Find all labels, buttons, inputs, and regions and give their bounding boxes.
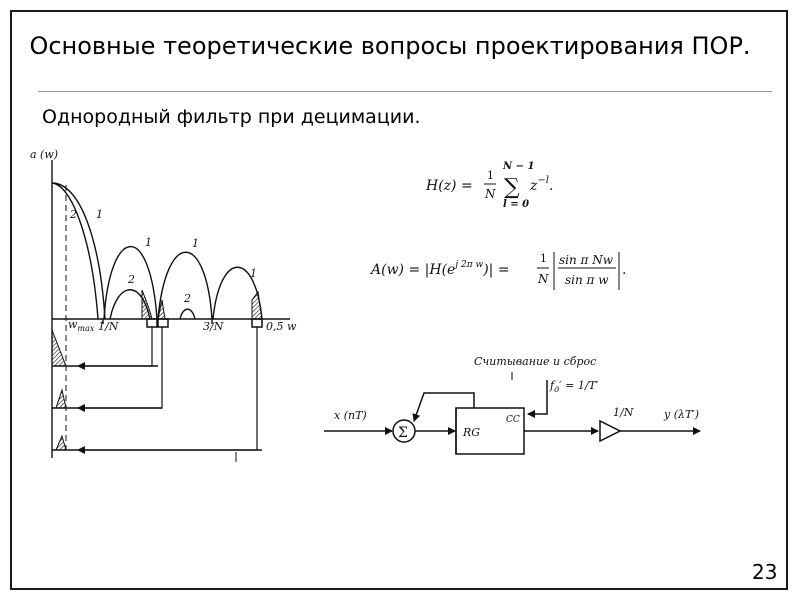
a-frac-num: 1 <box>540 252 547 265</box>
alias-band-box-3 <box>251 318 263 328</box>
slide-title: Основные теоретические вопросы проектиро… <box>29 32 751 60</box>
aliasing-hatch-3 <box>251 290 263 320</box>
alias-band-box-1 <box>146 318 158 328</box>
curve-label-lobe3-1: 1 <box>250 267 257 280</box>
counter-label: CC <box>506 415 520 425</box>
folded-hatch-1 <box>51 329 67 367</box>
decimation-block-diagram <box>324 372 701 455</box>
slide-subtitle: Однородный фильтр при децимации. <box>42 106 421 128</box>
output-label: y (λT′) <box>663 408 699 421</box>
x-label-w: w <box>287 320 297 333</box>
formula-transfer-function: H(z) = 1 N N − 1 ∑ l = 0 z−l. <box>425 161 553 210</box>
gain-triangle <box>599 419 622 443</box>
x-label-half: 0,5 <box>266 320 284 333</box>
main-lobe-curve-1 <box>51 182 106 320</box>
page-number: 23 <box>752 560 778 584</box>
input-label: x (nT) <box>334 409 367 422</box>
side-lobe-2-curve-2 <box>179 308 196 320</box>
gain-label: 1/N <box>613 406 634 419</box>
feedback-path <box>412 392 475 422</box>
main-lobe-curve-2 <box>51 182 99 320</box>
y-axis-label: a (w) <box>30 148 58 161</box>
x-label-1-over-n: 1/N <box>98 320 119 333</box>
a-frac-den: N <box>537 272 549 286</box>
curve-label-main-1: 1 <box>96 208 103 221</box>
h-frac-den: N <box>484 187 496 201</box>
curve-label-main-2: 2 <box>69 208 77 221</box>
alias-connector-2 <box>77 327 163 412</box>
title-divider <box>38 91 772 92</box>
formula-amplitude-response: A(w) = |H(ej 2π w)| = 1 N sin π Nw sin π… <box>369 252 626 290</box>
folded-hatch-2 <box>55 388 67 409</box>
h-sum-symbol: ∑ <box>504 175 520 200</box>
sum-symbol: Σ <box>398 425 408 441</box>
a-lhs: A(w) = |H(ej 2π w)| = <box>369 260 510 278</box>
curve-label-lobe2-2: 2 <box>183 292 191 305</box>
control-label: Считывание и сброс <box>474 355 596 368</box>
aliasing-hatch-1 <box>141 289 153 320</box>
alias-band-box-2 <box>157 318 169 328</box>
a-sin-num: sin π Nw <box>559 253 614 267</box>
a-sin-den: sin π w <box>565 273 609 287</box>
alias-connector-3 <box>77 327 258 454</box>
frequency-response-graph <box>51 160 290 462</box>
curve-label-lobe1-2: 2 <box>127 273 135 286</box>
alias-connector-1 <box>77 327 153 370</box>
a-end: . <box>622 262 626 278</box>
h-sum-bottom: l = 0 <box>503 199 529 210</box>
block-diagram-labels: Считывание и сброс fд′ = 1/T′ x (nT) Σ R… <box>334 355 699 441</box>
slide-frame <box>10 10 788 590</box>
h-term: z−l. <box>529 175 553 194</box>
clock-label: fд′ = 1/T′ <box>549 379 599 394</box>
curve-label-lobe2-1: 1 <box>192 237 199 250</box>
h-sum-top: N − 1 <box>502 161 534 172</box>
h-lhs: H(z) = <box>425 178 473 194</box>
x-label-wmax: wmax <box>68 318 95 333</box>
h-frac-num: 1 <box>487 169 494 182</box>
folded-hatch-3 <box>55 434 67 451</box>
graph-labels: a (w) wmax 1/N 3/N 0,5 w 2 1 1 2 1 2 1 <box>30 148 297 333</box>
x-label-3-over-n: 3/N <box>203 320 224 333</box>
side-lobe-2-curve-1 <box>157 251 213 320</box>
register-label: RG <box>462 426 480 439</box>
side-lobe-1-curve-1 <box>103 245 158 320</box>
clock-line <box>527 380 548 418</box>
curve-label-lobe1-1: 1 <box>145 236 152 249</box>
